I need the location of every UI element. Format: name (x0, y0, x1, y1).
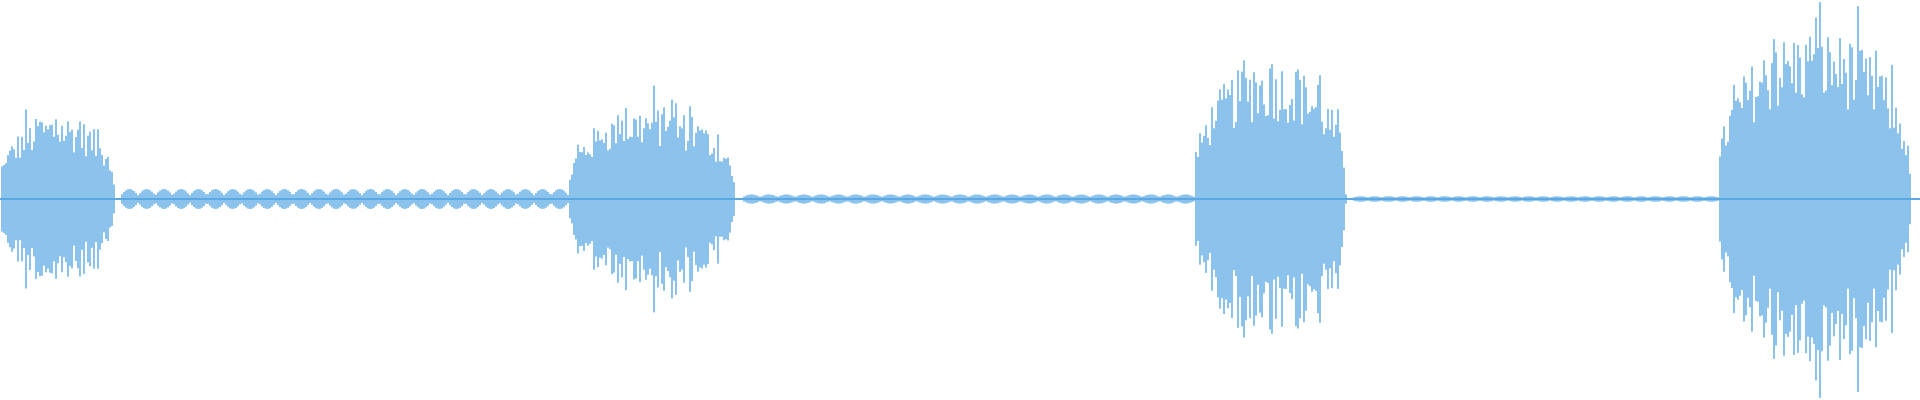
waveform-samples (0, 2, 1919, 398)
waveform-graphic (0, 2, 1920, 398)
audio-waveform (0, 2, 1920, 398)
waveform-trace (0, 2, 1919, 398)
